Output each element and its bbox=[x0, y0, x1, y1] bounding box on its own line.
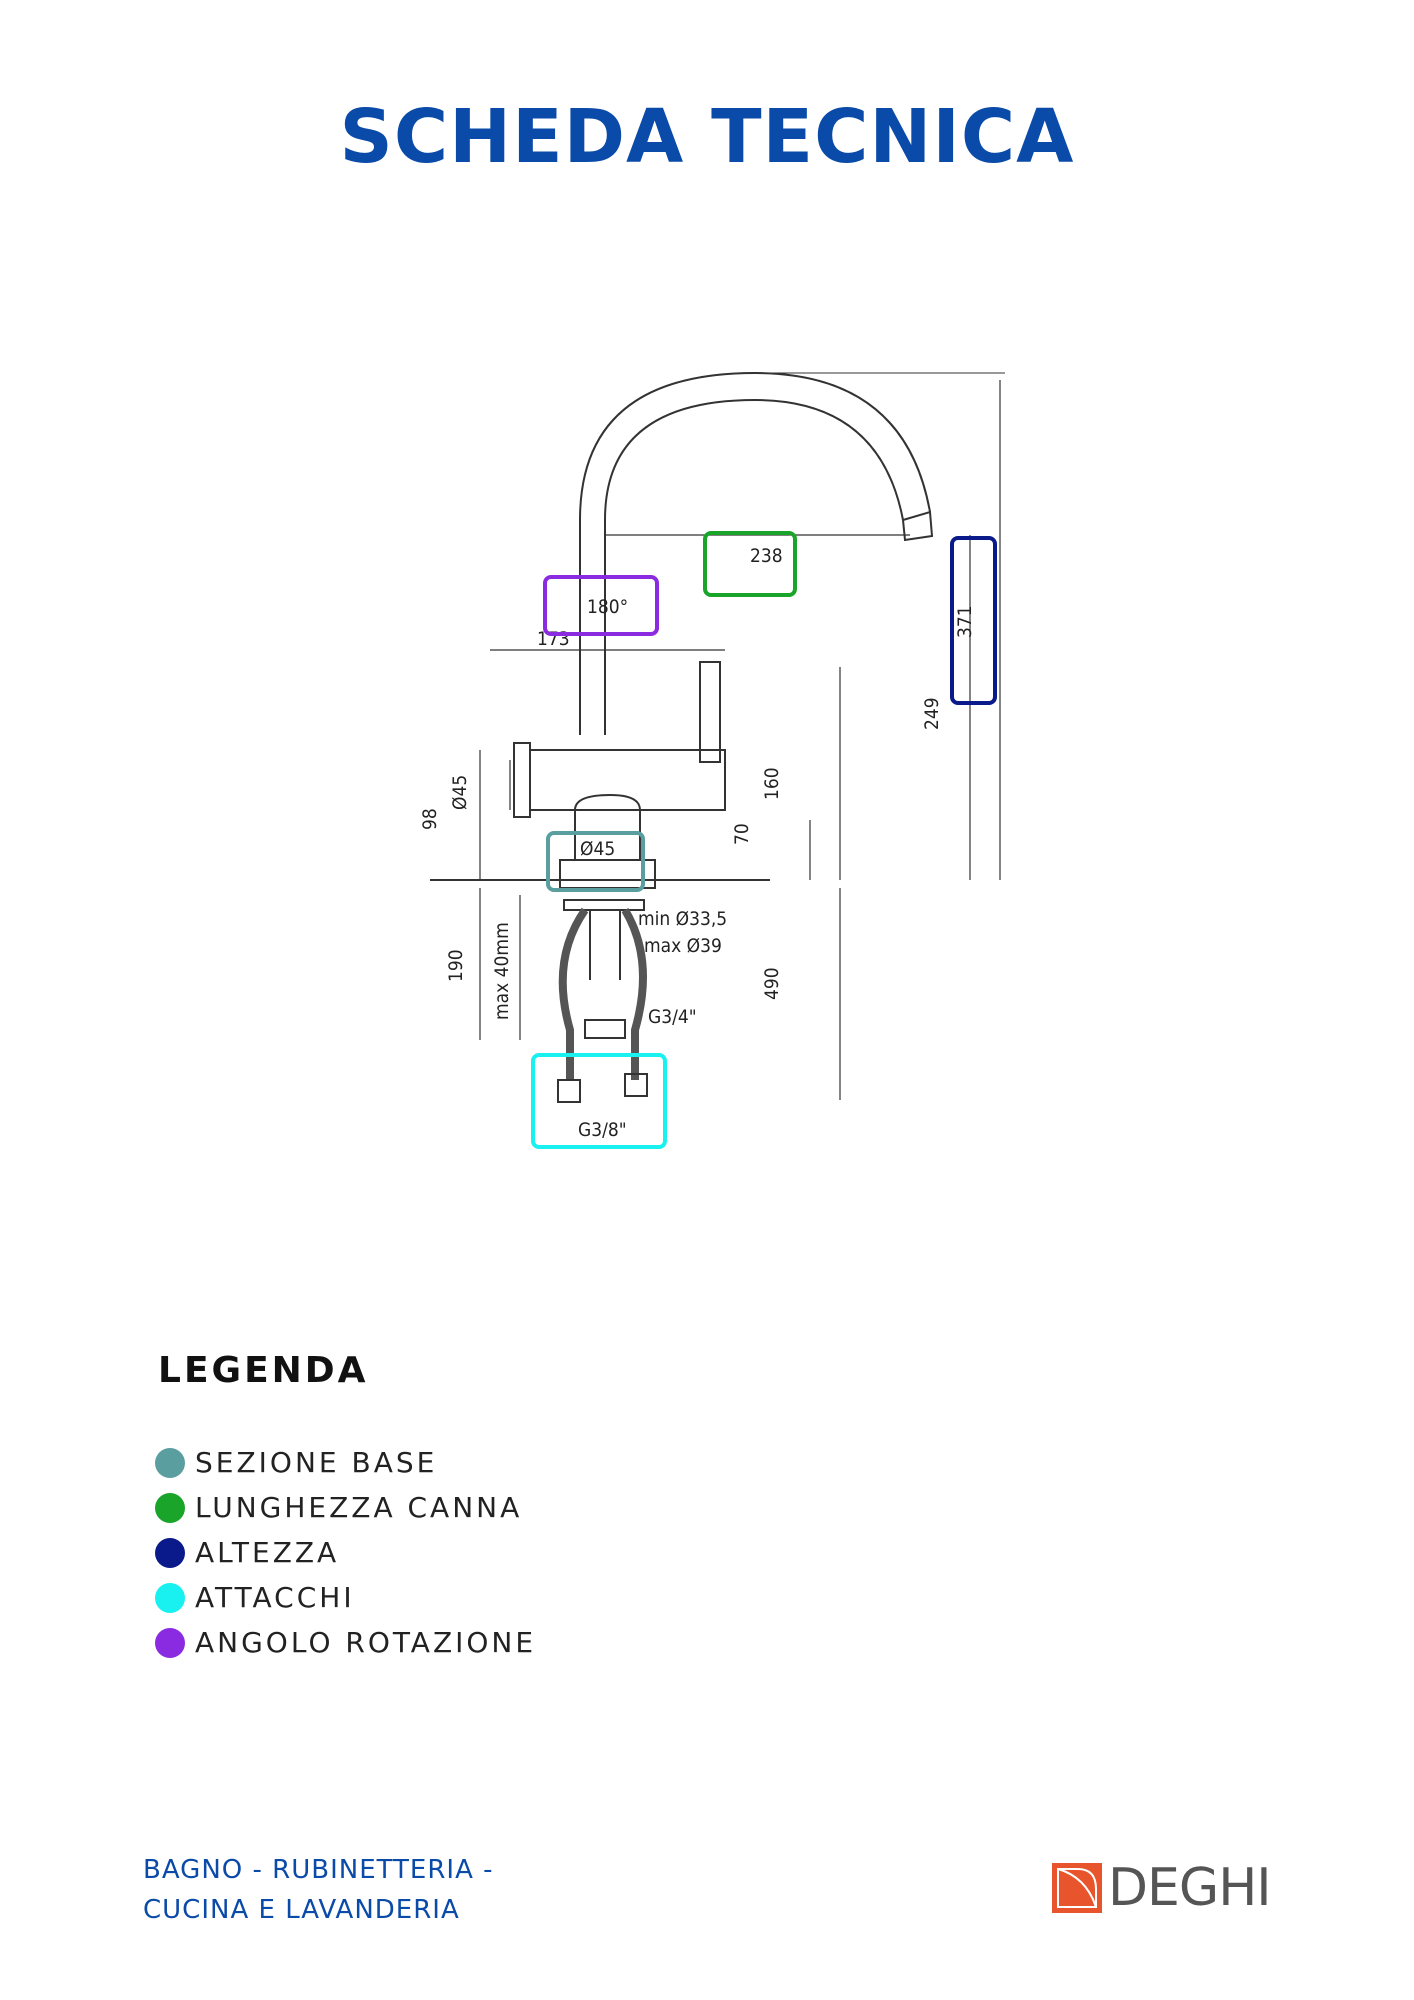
dim-total-height: 371 bbox=[954, 605, 976, 638]
dim-spout-height: 249 bbox=[921, 697, 943, 730]
footer-line-1: BAGNO - RUBINETTERIA - bbox=[143, 1855, 494, 1885]
legend-item-spout-length: LUNGHEZZA CANNA bbox=[155, 1485, 536, 1530]
footer-line-2: CUCINA E LAVANDERIA bbox=[143, 1895, 460, 1925]
brand-logo: DEGHI bbox=[1052, 1858, 1272, 1918]
legend-item-base-section: SEZIONE BASE bbox=[155, 1440, 536, 1485]
legend-item-height: ALTEZZA bbox=[155, 1530, 536, 1575]
legend-label: ATTACCHI bbox=[195, 1581, 355, 1614]
legend-dot bbox=[155, 1537, 185, 1568]
legend-item-connections: ATTACCHI bbox=[155, 1575, 536, 1620]
legend-dot bbox=[155, 1447, 185, 1478]
hose-left bbox=[558, 907, 589, 1080]
faucet-technical-drawing: 238 371 180° 173 249 Ø45 98 160 70 Ø45 m… bbox=[419, 371, 1005, 1149]
spout-outer bbox=[579, 371, 931, 735]
dim-body-diameter: Ø45 bbox=[449, 775, 471, 810]
footer-categories: BAGNO - RUBINETTERIA - CUCINA E LAVANDER… bbox=[143, 1850, 494, 1930]
lever bbox=[699, 661, 721, 763]
hose-right bbox=[621, 907, 647, 1080]
highlight-height bbox=[950, 536, 997, 705]
legend-item-rotation-angle: ANGOLO ROTAZIONE bbox=[155, 1620, 536, 1665]
legend-label: ALTEZZA bbox=[195, 1536, 340, 1569]
dim-spout-reach: 238 bbox=[750, 545, 783, 567]
outlet-nut bbox=[584, 1019, 626, 1039]
legend-label: SEZIONE BASE bbox=[195, 1446, 438, 1479]
legend-label: ANGOLO ROTAZIONE bbox=[195, 1626, 537, 1659]
highlight-rotation bbox=[543, 575, 659, 636]
dim-hose-thread: G3/8" bbox=[578, 1119, 627, 1141]
body-neck bbox=[574, 793, 641, 861]
legend-dot bbox=[155, 1627, 185, 1658]
dim-hole-min: min Ø33,5 bbox=[638, 908, 727, 930]
page-title: SCHEDA TECNICA bbox=[339, 94, 1075, 180]
dim-hose-length: 490 bbox=[761, 967, 783, 1000]
dim-rotation: 180° bbox=[587, 596, 628, 618]
spout-inner bbox=[604, 398, 904, 735]
mixer-body bbox=[529, 749, 726, 811]
fitting-right bbox=[624, 1073, 648, 1097]
spout-tip bbox=[901, 510, 934, 542]
legend-label: LUNGHEZZA CANNA bbox=[195, 1491, 523, 1524]
brand-name: DEGHI bbox=[1108, 1858, 1272, 1918]
highlight-spout-length bbox=[703, 531, 797, 597]
logo-mark-icon bbox=[1052, 1863, 1102, 1913]
dim-base-diameter: Ø45 bbox=[580, 838, 615, 860]
legend-dot bbox=[155, 1582, 185, 1613]
highlight-connections bbox=[531, 1053, 667, 1149]
dim-hole-max: max Ø39 bbox=[644, 935, 722, 957]
dim-shank-length: 190 bbox=[445, 949, 467, 982]
dim-body-width: 173 bbox=[537, 628, 570, 650]
dim-body-height: 98 bbox=[419, 808, 441, 830]
base-plate bbox=[559, 859, 656, 889]
dim-base-height: 70 bbox=[731, 823, 753, 845]
highlight-base-section bbox=[546, 831, 645, 892]
body-cap bbox=[513, 742, 531, 818]
legend-dot bbox=[155, 1492, 185, 1523]
dim-deck-max: max 40mm bbox=[491, 922, 513, 1020]
legend-list: SEZIONE BASE LUNGHEZZA CANNA ALTEZZA ATT… bbox=[155, 1440, 536, 1665]
legend-title: LEGENDA bbox=[158, 1350, 369, 1391]
fitting-left bbox=[557, 1079, 581, 1103]
mounting-plate bbox=[563, 899, 645, 911]
dim-lever-height: 160 bbox=[761, 767, 783, 800]
dim-outlet-thread: G3/4" bbox=[648, 1006, 697, 1028]
